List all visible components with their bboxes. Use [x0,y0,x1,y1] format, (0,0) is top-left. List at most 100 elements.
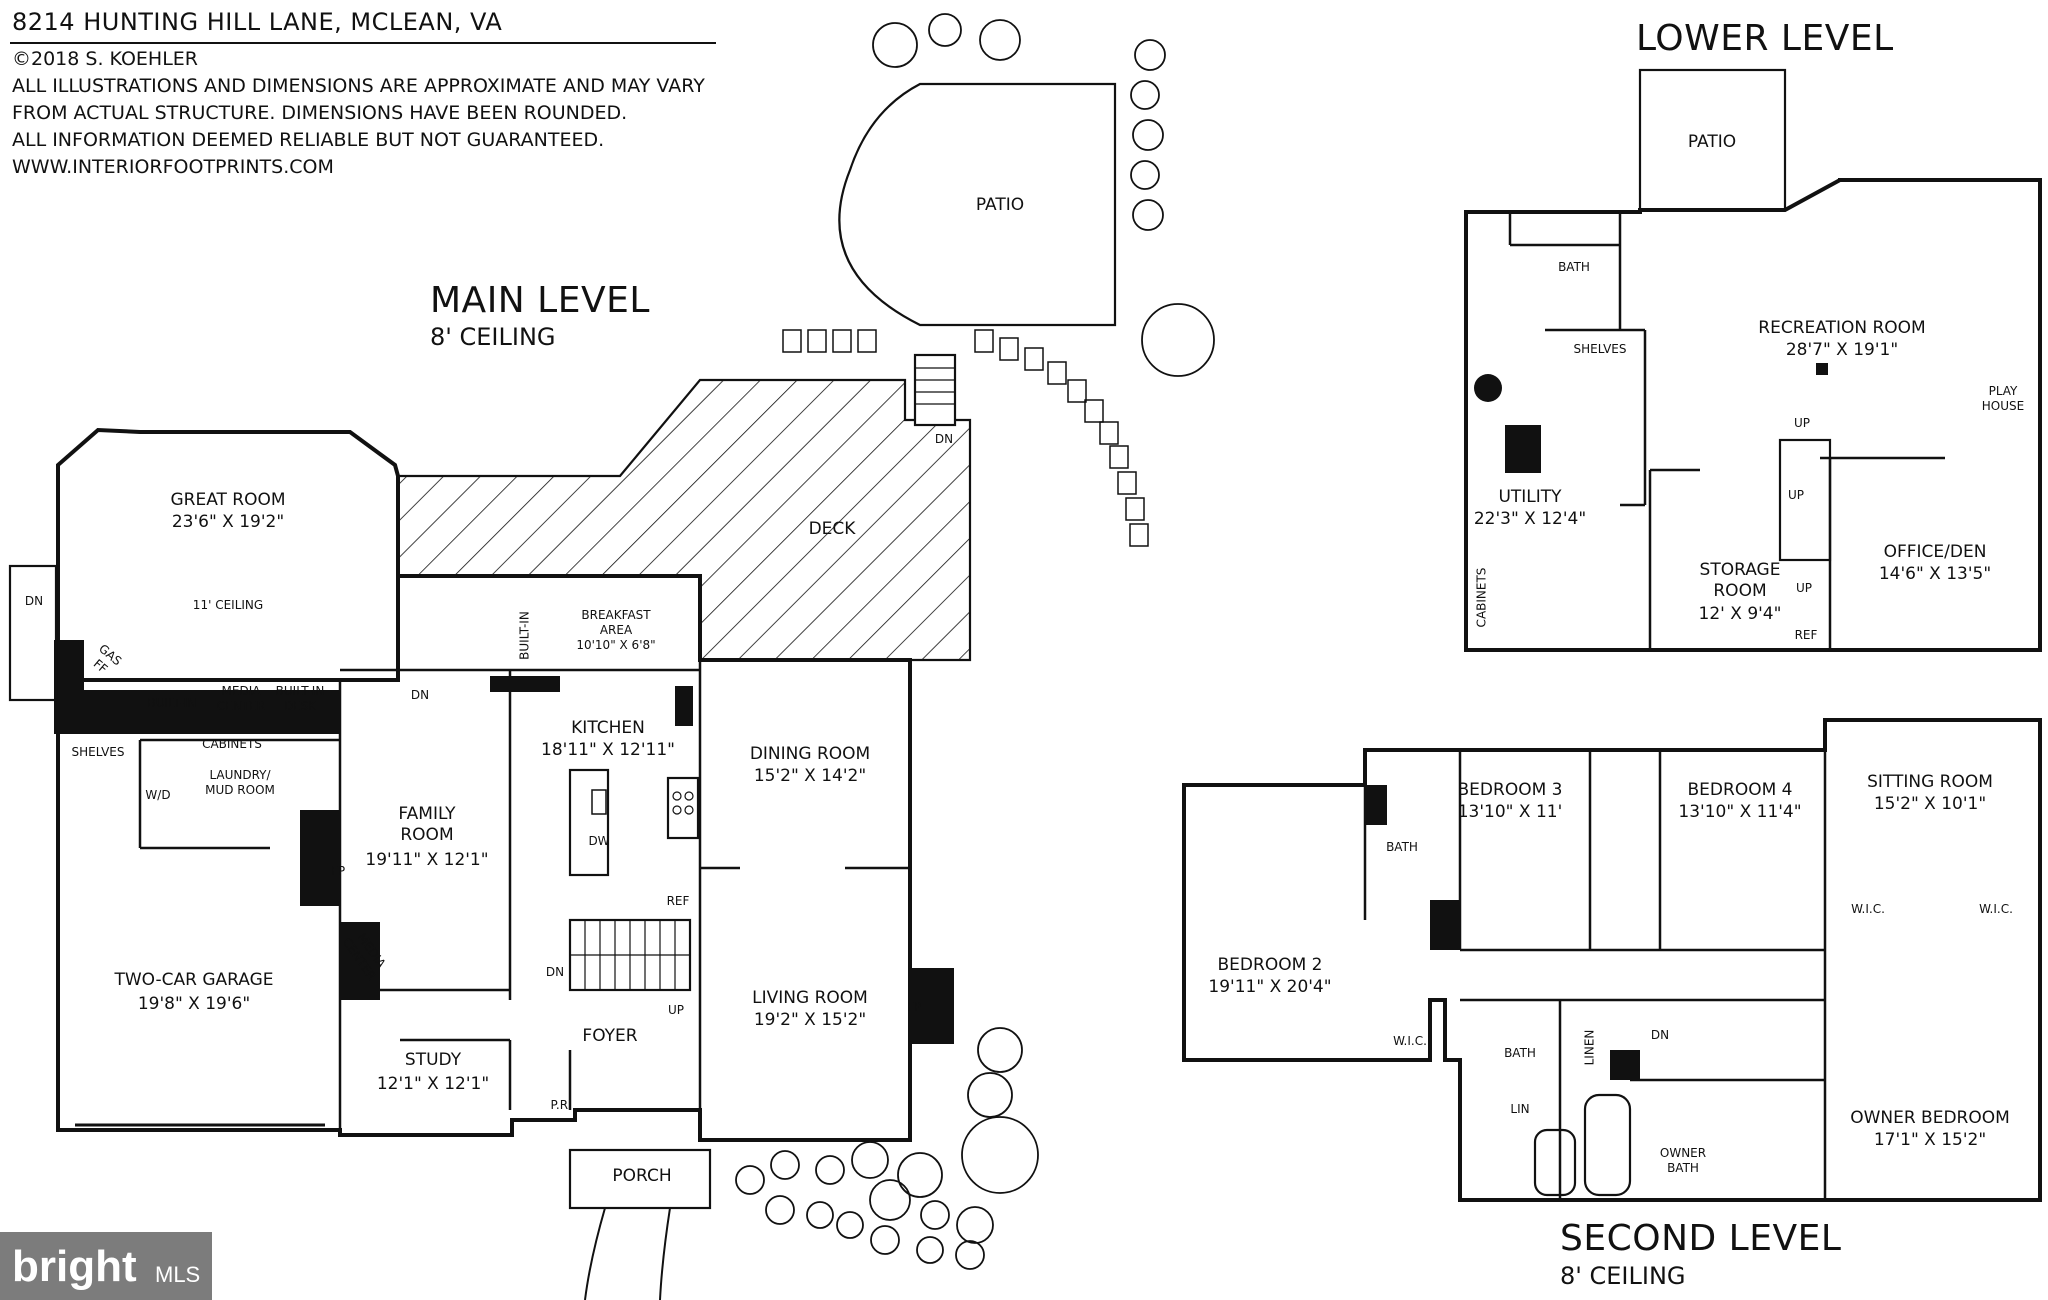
shelves-main-label: SHELVES [71,745,125,759]
second-bath-2-label: BATH [1504,1046,1536,1060]
dining-room-dims: 15'2" X 14'2" [753,766,867,786]
mls-watermark: bright MLS [0,1232,212,1300]
family-room-dims: 19'11" X 12'1" [365,850,489,870]
sitting-room-name: SITTING ROOM [1867,772,1993,792]
linen-closet-label: LINEN [1582,1029,1597,1066]
washer-dryer-label: W/D [145,788,171,802]
main-level-title: MAIN LEVEL [430,280,650,321]
dining-room-name: DINING ROOM [749,744,871,764]
great-room-dims: 23'6" X 19'2" [171,512,285,532]
owner-tub [1583,1093,1632,1197]
main-solid-blocks [54,640,954,1044]
deck-stair-treads [915,367,955,405]
built-in-label: BUILT-IN [147,696,197,710]
bedroom-4-name: BEDROOM 4 [1687,780,1793,800]
main-patio-label: PATIO [975,195,1025,215]
watermark-mls: MLS [155,1262,201,1287]
landscape-bushes [735,13,1215,1270]
bedroom-2-name: BEDROOM 2 [1217,955,1323,975]
website-url: WWW.INTERIORFOOTPRINTS.COM [12,156,334,178]
side-stairs-dn-label: DN [24,594,44,608]
lower-stairs-up-2-label: UP [1787,488,1805,502]
second-tub [1533,1128,1577,1197]
built-in-vertical-label: BUILT-IN [517,611,532,660]
lower-shelves-label: SHELVES [1573,342,1627,356]
living-room-dims: 19'2" X 15'2" [753,1010,867,1030]
wic-2-label: W.I.C. [1979,902,2013,916]
lower-bath-label: BATH [1558,260,1590,274]
office-den-name: OFFICE/DEN [1883,542,1987,562]
lower-stairs-up-3-label: UP [1795,581,1813,595]
foyer-label: FOYER [582,1026,638,1046]
main-interior-walls [138,660,910,1135]
side-stairs [8,564,58,702]
great-room-ceiling-note: 11' CEILING [192,598,264,612]
watermark-text: bright [12,1242,137,1291]
garage-name: TWO-CAR GARAGE [114,970,274,990]
title-underline [10,42,716,44]
disclaimer-line-3: ALL INFORMATION DEEMED RELIABLE BUT NOT … [12,129,605,151]
office-den-dims: 14'6" X 13'5" [1878,564,1992,584]
bedroom-2-dims: 19'11" X 20'4" [1208,977,1332,997]
bedroom-3-name: BEDROOM 3 [1457,780,1563,800]
second-level-title: SECOND LEVEL [1560,1218,1842,1259]
porch-label: PORCH [612,1166,672,1186]
stepping-stones [782,329,1149,547]
second-bath-1-label: BATH [1386,840,1418,854]
property-address-title: 8214 HUNTING HILL LANE, MCLEAN, VA [12,8,503,36]
media-center-label: MEDIA CENTER [216,684,266,713]
wic-1-label: W.I.C. [1851,902,1885,916]
bedroom-4-dims: 13'10" X 11'4" [1678,802,1802,822]
powder-room-label: P.R. [550,1098,572,1112]
play-house-label: PLAY HOUSE [1981,384,2025,413]
recreation-room-dims: 28'7" X 19'1" [1785,340,1899,360]
lower-solid-blocks [1474,363,1828,473]
copyright-note: ©2018 S. KOEHLER [12,48,198,70]
breakfast-area-dims: 10'10" X 6'8" [576,638,656,652]
great-room-name: GREAT ROOM [170,490,286,510]
second-stairs-dn-label: DN [1650,1028,1670,1042]
disclaimer-line-2: FROM ACTUAL STRUCTURE. DIMENSIONS HAVE B… [12,102,628,124]
lower-stairs [1778,438,1832,562]
kitchen-name: KITCHEN [571,718,645,738]
dishwasher-label: DW [588,834,610,848]
main-patio-shape [838,82,1117,327]
kitchen-island [568,768,610,877]
main-stairs-dn-label: DN [545,965,565,979]
kitchen-stove [666,776,700,840]
second-solid-blocks [1365,785,1640,1080]
study-name: STUDY [404,1050,462,1070]
lin-closet-label: LIN [1510,1102,1530,1116]
main-level-ceiling: 8' CEILING [430,323,556,351]
front-walk [584,1207,671,1300]
kitchen-dims: 18'11" X 12'11" [541,740,675,760]
storage-room-dims: 12' X 9'4" [1698,604,1782,624]
main-stair-treads [570,920,690,990]
kitchen-sink [591,789,607,815]
family-room-name: FAMILY ROOM [398,804,456,846]
garage-dims: 19'8" X 19'6" [137,994,251,1014]
wic-3-label: W.I.C. [1393,1034,1427,1048]
bedroom-3-dims: 13'10" X 11' [1457,802,1563,822]
sitting-room-dims: 15'2" X 10'1" [1873,794,1987,814]
utility-name: UTILITY [1498,487,1562,507]
cabinets-main-label: CABINETS [202,737,262,751]
second-level-walls [1182,718,2042,1202]
lower-patio-label: PATIO [1687,132,1737,152]
lower-level-walls [1464,178,2042,652]
recreation-room-name: RECREATION ROOM [1758,318,1926,338]
deck-stairs-dn-label: DN [934,432,954,446]
deck-shape [396,378,972,662]
utility-dims: 22'3" X 12'4" [1473,509,1587,529]
built-in-desk-label: BUILT-IN DESK [275,684,325,713]
family-dn-label: DN [410,688,430,702]
great-room-walls [56,427,400,682]
family-fireplace-label: FP [330,864,346,878]
lower-stairs-up-label: UP [1793,416,1811,430]
porch [568,1148,712,1210]
breakfast-area-name: BREAKFAST AREA [581,608,651,637]
study-dims: 12'1" X 12'1" [376,1074,490,1094]
deck-stairs [913,353,957,427]
disclaimer-line-1: ALL ILLUSTRATIONS AND DIMENSIONS ARE APP… [12,75,705,97]
